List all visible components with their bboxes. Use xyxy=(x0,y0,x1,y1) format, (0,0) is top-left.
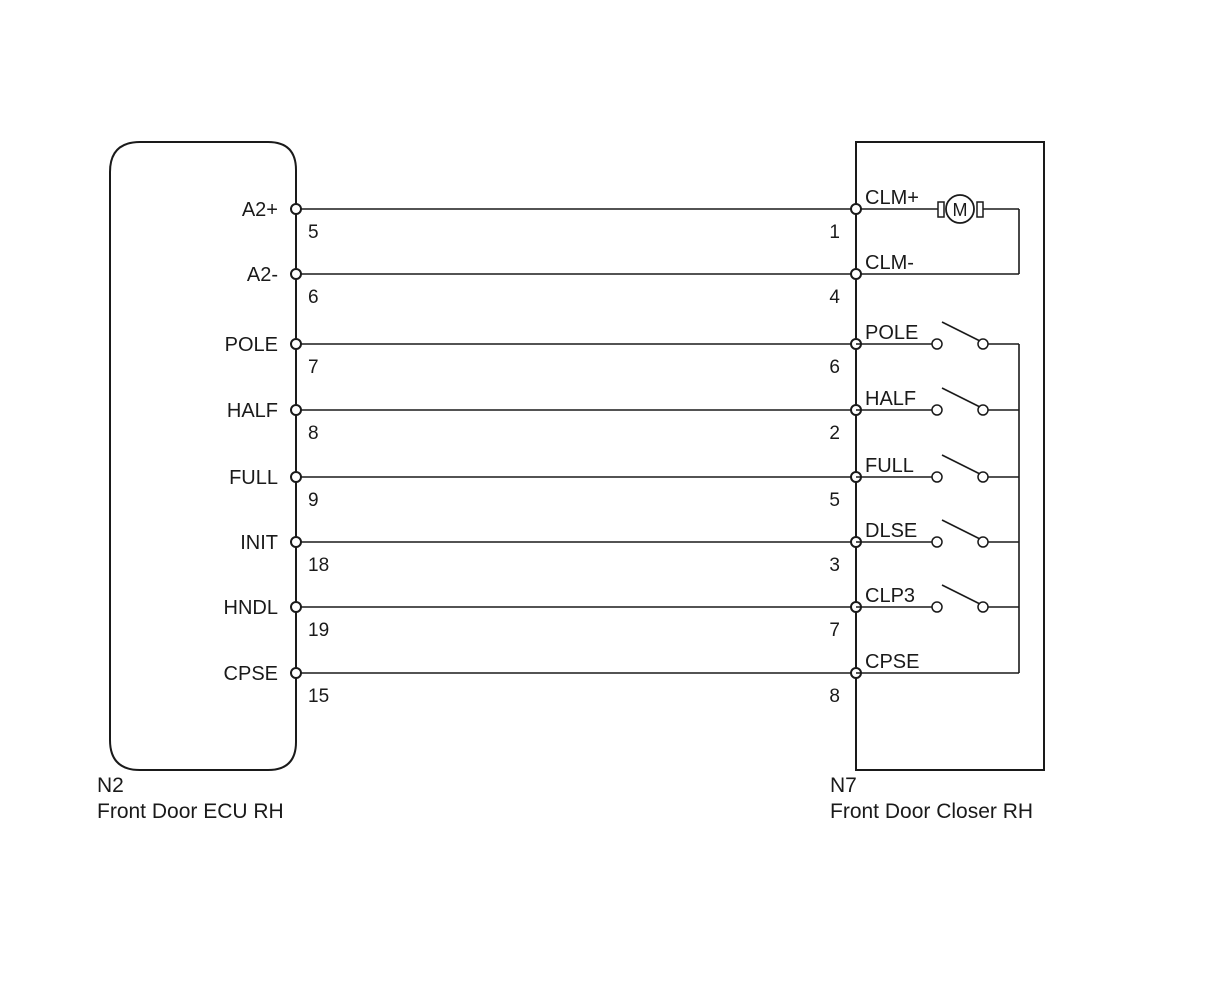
ecu-signal-label: HALF xyxy=(227,400,278,422)
closer-pin-label: 8 xyxy=(829,686,840,707)
ecu-terminal-2 xyxy=(290,338,302,350)
closer-name: Front Door Closer RH xyxy=(830,800,1033,823)
closer-terminal-1 xyxy=(850,268,862,280)
closer-pin-label: 7 xyxy=(829,620,840,641)
motor-symbol: M xyxy=(953,200,968,220)
ecu-pin-label: 5 xyxy=(308,222,319,243)
closer-code: N7 xyxy=(830,774,857,797)
ecu-terminal-1 xyxy=(290,268,302,280)
closer-signal-label: CLP3 xyxy=(865,585,915,607)
switch-blade-6 xyxy=(941,584,981,605)
ecu-connector: N2 Front Door ECU RH xyxy=(97,141,297,823)
ecu-terminal-4 xyxy=(290,471,302,483)
ecu-signal-label: HNDL xyxy=(224,597,278,619)
closer-pin-label: 2 xyxy=(829,423,840,444)
switch-contact-b-5 xyxy=(977,536,989,548)
closer-signal-label: DLSE xyxy=(865,520,917,542)
ecu-box xyxy=(109,141,297,771)
ecu-pin-label: 9 xyxy=(308,490,319,511)
switch-contact-b-2 xyxy=(977,338,989,350)
closer-connector: N7 Front Door Closer RH xyxy=(830,141,1045,823)
ecu-pin-label: 19 xyxy=(308,620,329,641)
ecu-signal-label: POLE xyxy=(225,334,278,356)
ecu-signal-label: INIT xyxy=(240,532,278,554)
switch-contact-a-6 xyxy=(931,601,943,613)
closer-signal-label: CPSE xyxy=(865,651,919,673)
switch-contact-b-6 xyxy=(977,601,989,613)
ecu-terminal-5 xyxy=(290,536,302,548)
switch-contact-a-4 xyxy=(931,471,943,483)
switch-contact-a-3 xyxy=(931,404,943,416)
closer-signal-label: HALF xyxy=(865,388,916,410)
closer-internal-wiring: M xyxy=(856,194,1020,673)
switch-contact-b-4 xyxy=(977,471,989,483)
ecu-code: N2 xyxy=(97,774,124,797)
ecu-name: Front Door ECU RH xyxy=(97,800,284,823)
ecu-terminal-3 xyxy=(290,404,302,416)
ecu-signal-label: A2- xyxy=(247,264,278,286)
closer-box xyxy=(855,141,1045,771)
motor-icon: M xyxy=(937,194,984,224)
switch-contact-b-3 xyxy=(977,404,989,416)
ecu-terminal-0 xyxy=(290,203,302,215)
closer-terminal-0 xyxy=(850,203,862,215)
closer-signal-label: CLM+ xyxy=(865,187,919,209)
ecu-signal-label: CPSE xyxy=(224,663,278,685)
switch-blade-4 xyxy=(941,454,981,475)
closer-pin-label: 1 xyxy=(829,222,840,243)
ecu-terminal-7 xyxy=(290,667,302,679)
ecu-pin-label: 18 xyxy=(308,555,329,576)
ecu-terminal-6 xyxy=(290,601,302,613)
closer-pin-label: 6 xyxy=(829,357,840,378)
closer-signal-label: FULL xyxy=(865,455,914,477)
ecu-signal-label: FULL xyxy=(229,467,278,489)
switch-blade-2 xyxy=(941,321,981,342)
switch-contact-a-5 xyxy=(931,536,943,548)
closer-pin-label: 3 xyxy=(829,555,840,576)
closer-signal-label: POLE xyxy=(865,322,918,344)
ecu-pin-label: 8 xyxy=(308,423,319,444)
closer-pin-label: 5 xyxy=(829,490,840,511)
closer-signal-label: CLM- xyxy=(865,252,914,274)
closer-pin-label: 4 xyxy=(829,287,840,308)
ecu-pin-label: 6 xyxy=(308,287,319,308)
ecu-signal-label: A2+ xyxy=(242,199,278,221)
switch-blade-3 xyxy=(941,387,981,408)
switch-blade-5 xyxy=(941,519,981,540)
ecu-pin-label: 7 xyxy=(308,357,319,378)
ecu-pin-label: 15 xyxy=(308,686,329,707)
switch-contact-a-2 xyxy=(931,338,943,350)
